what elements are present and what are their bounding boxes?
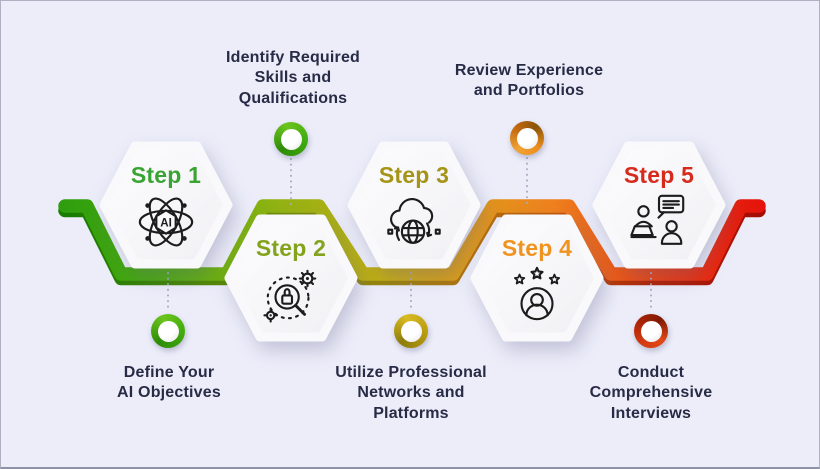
skill-search-icon bbox=[260, 264, 322, 326]
step-2-hexagon: Step 2 bbox=[221, 211, 361, 345]
ribbon-path bbox=[58, 199, 766, 281]
step-1-label: Define Your AI Objectives bbox=[117, 364, 221, 402]
step-3-title: Step 3 bbox=[378, 162, 450, 188]
milestone-ring-5 bbox=[634, 314, 668, 348]
milestone-ring-4 bbox=[510, 121, 544, 155]
hexagon-shape bbox=[224, 214, 358, 342]
step-5-title: Step 5 bbox=[623, 162, 695, 188]
milestone-ring-3 bbox=[394, 314, 428, 348]
interview-icon bbox=[628, 191, 690, 253]
step-4-title: Step 4 bbox=[501, 235, 573, 261]
step-5-label: Conduct Comprehensive Interviews bbox=[589, 364, 713, 422]
step-5-hexagon: Step 5 bbox=[589, 138, 729, 272]
step-4-label: Review Experience and Portfolios bbox=[454, 62, 604, 100]
ai-atom-icon: AI bbox=[135, 191, 197, 253]
step-2-label: Identify Required Skills and Qualificati… bbox=[225, 49, 361, 107]
step-3-hexagon: Step 3 bbox=[344, 138, 484, 272]
dotted-connectors bbox=[167, 157, 652, 312]
step-4-hexagon: Step 4 bbox=[467, 211, 607, 345]
hexagon-shape bbox=[470, 214, 604, 342]
milestone-ring-1 bbox=[151, 314, 185, 348]
rated-person-icon bbox=[506, 264, 568, 326]
step-3-label: Utilize Professional Networks and Platfo… bbox=[335, 364, 487, 422]
milestone-ring-2 bbox=[274, 122, 308, 156]
svg-text:AI: AI bbox=[160, 216, 172, 229]
step-2-title: Step 2 bbox=[255, 235, 327, 261]
hexagon-shape bbox=[347, 141, 481, 269]
step-1-title: Step 1 bbox=[130, 162, 202, 188]
step-1-hexagon: Step 1 AI bbox=[96, 138, 236, 272]
cloud-network-icon bbox=[383, 191, 445, 253]
